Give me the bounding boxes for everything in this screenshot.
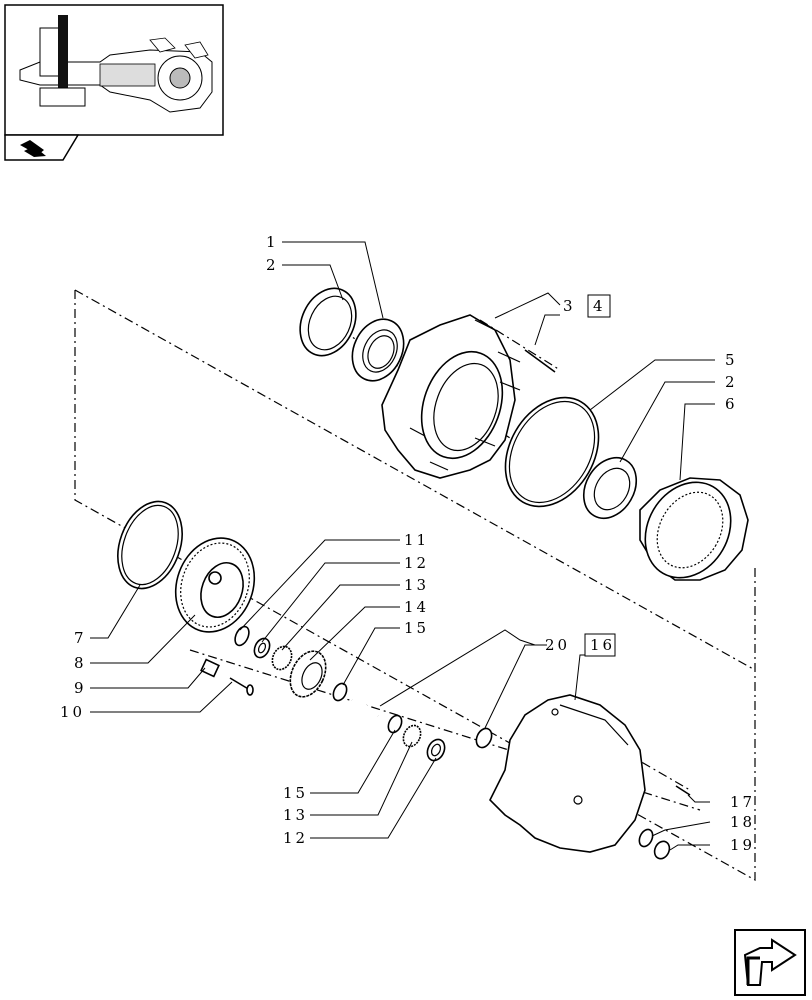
pin-part-3 xyxy=(524,349,556,373)
ring-gear-part-6 xyxy=(639,477,749,581)
screw-part-17 xyxy=(675,785,691,796)
label-box-4 xyxy=(587,294,611,318)
label-10: 10 xyxy=(60,703,85,721)
snap-ring-part-11 xyxy=(234,625,250,647)
label-12a: 12 xyxy=(404,554,429,572)
bolt-part-10 xyxy=(229,677,254,696)
label-11: 11 xyxy=(404,531,429,549)
washer-part-15-lower xyxy=(387,714,403,734)
snap-ring-part-7 xyxy=(117,500,183,590)
washer-part-18 xyxy=(638,828,654,848)
label-20: 20 xyxy=(545,636,570,654)
label-box-16 xyxy=(584,633,616,657)
bushing-part-9 xyxy=(200,658,220,678)
next-page-arrow-icon[interactable] xyxy=(734,929,806,996)
label-6: 6 xyxy=(725,395,738,413)
label-3: 3 xyxy=(563,297,576,315)
label-12b: 12 xyxy=(283,829,308,847)
label-13b: 13 xyxy=(283,806,308,824)
needle-bearing-part-13-upper xyxy=(271,645,293,671)
label-15a: 15 xyxy=(404,619,429,637)
label-18: 18 xyxy=(730,813,755,831)
washer-part-12-lower xyxy=(426,738,446,762)
seal-part-2-lower xyxy=(582,457,638,519)
label-9: 9 xyxy=(74,679,87,697)
label-16: 16 xyxy=(590,636,615,654)
label-2a: 2 xyxy=(266,256,279,274)
washer-part-12-upper xyxy=(253,637,271,659)
flange-housing xyxy=(381,314,521,479)
axle-assembly-thumbnail-icon[interactable] xyxy=(4,4,224,136)
hub-housing-part-16 xyxy=(489,694,646,853)
bearing-ring-part-1 xyxy=(351,318,405,382)
label-14: 14 xyxy=(404,598,429,616)
washer-part-15-upper xyxy=(332,682,348,702)
part-labels: 1 2 3 4 5 2 6 7 8 9 10 11 12 13 14 15 20… xyxy=(60,233,755,854)
label-7: 7 xyxy=(74,629,87,647)
label-15b: 15 xyxy=(283,784,308,802)
back-arrow-icon[interactable] xyxy=(4,134,80,161)
label-19: 19 xyxy=(730,836,755,854)
label-13a: 13 xyxy=(404,576,429,594)
o-ring-part-20 xyxy=(475,727,493,749)
o-ring-part-5 xyxy=(504,396,600,508)
label-8: 8 xyxy=(74,654,87,672)
planet-shaft-pin xyxy=(350,697,380,719)
label-17: 17 xyxy=(730,793,755,811)
planet-carrier-gear-part-8 xyxy=(174,537,256,633)
label-4: 4 xyxy=(593,297,606,315)
seal-ring-part-2 xyxy=(299,287,357,357)
plug-part-19 xyxy=(653,840,671,860)
needle-bearing-part-13-lower xyxy=(402,724,422,748)
label-5: 5 xyxy=(725,351,738,369)
label-2b: 2 xyxy=(725,373,738,391)
label-1: 1 xyxy=(266,233,279,251)
